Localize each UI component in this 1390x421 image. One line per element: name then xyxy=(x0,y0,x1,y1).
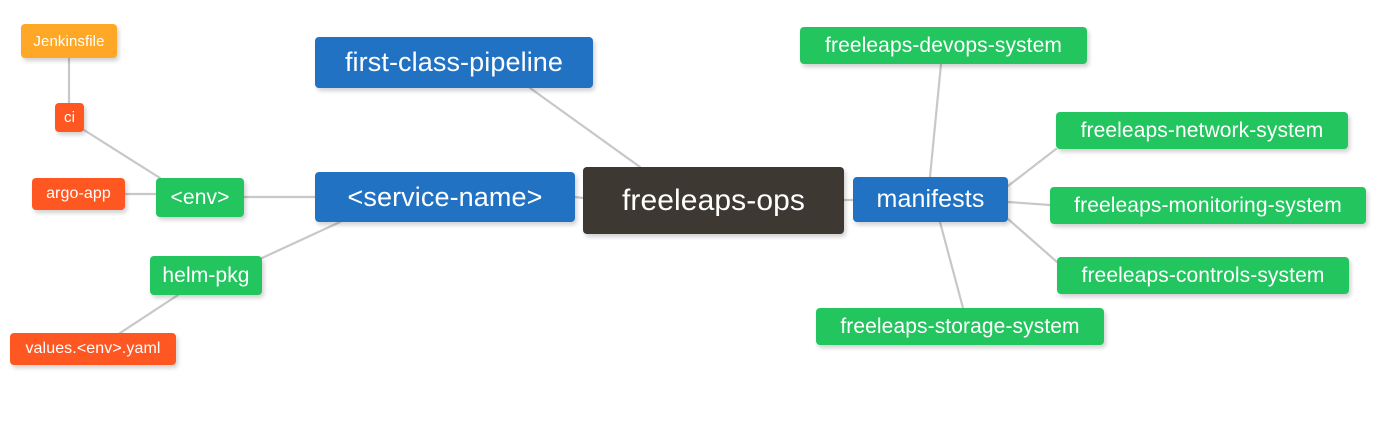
edge-manifests-to-freeleaps-network-system xyxy=(1006,147,1058,188)
node-argo-app[interactable]: argo-app xyxy=(32,178,125,210)
node-label: helm-pkg xyxy=(162,264,250,287)
node-env[interactable]: <env> xyxy=(156,178,244,217)
edge-service-name-to-freeleaps-ops xyxy=(573,195,585,200)
node-label: manifests xyxy=(876,185,985,213)
node-freeleaps-storage-system[interactable]: freeleaps-storage-system xyxy=(816,308,1104,345)
node-label: values.<env>.yaml xyxy=(25,340,161,357)
node-label: first-class-pipeline xyxy=(344,47,564,77)
node-label: freeleaps-ops xyxy=(621,183,806,217)
node-label: <env> xyxy=(170,186,230,209)
node-freeleaps-ops[interactable]: freeleaps-ops xyxy=(583,167,844,234)
node-manifests[interactable]: manifests xyxy=(853,177,1008,222)
node-label: ci xyxy=(63,109,76,126)
node-label: freeleaps-storage-system xyxy=(840,315,1080,338)
edge-helm-pkg-to-service-name xyxy=(260,220,342,260)
node-freeleaps-monitoring-system[interactable]: freeleaps-monitoring-system xyxy=(1050,187,1366,224)
edge-manifests-to-freeleaps-storage-system xyxy=(938,220,965,310)
edge-manifests-to-freeleaps-devops-system xyxy=(928,62,943,179)
node-freeleaps-controls-system[interactable]: freeleaps-controls-system xyxy=(1057,257,1349,294)
node-ci[interactable]: ci xyxy=(55,103,84,132)
edge-first-class-pipeline-to-freeleaps-ops xyxy=(528,86,642,169)
node-label: freeleaps-devops-system xyxy=(825,34,1062,57)
edge-manifests-to-freeleaps-monitoring-system xyxy=(1006,200,1052,207)
node-label: Jenkinsfile xyxy=(33,32,105,50)
edge-manifests-to-freeleaps-controls-system xyxy=(1006,217,1059,264)
node-helm-pkg[interactable]: helm-pkg xyxy=(150,256,262,295)
node-label: freeleaps-network-system xyxy=(1080,119,1324,142)
edge-values-env-yaml-to-helm-pkg xyxy=(118,293,180,335)
node-first-class-pipeline[interactable]: first-class-pipeline xyxy=(315,37,593,88)
node-label: freeleaps-controls-system xyxy=(1081,264,1325,287)
node-label: freeleaps-monitoring-system xyxy=(1074,194,1342,217)
node-values-env-yaml[interactable]: values.<env>.yaml xyxy=(10,333,176,365)
node-service-name[interactable]: <service-name> xyxy=(315,172,575,222)
edge-ci-to-env xyxy=(82,128,162,180)
node-freeleaps-devops-system[interactable]: freeleaps-devops-system xyxy=(800,27,1087,64)
node-jenkinsfile[interactable]: Jenkinsfile xyxy=(21,24,117,58)
node-label: <service-name> xyxy=(347,181,543,212)
node-freeleaps-network-system[interactable]: freeleaps-network-system xyxy=(1056,112,1348,149)
node-label: argo-app xyxy=(46,185,111,202)
